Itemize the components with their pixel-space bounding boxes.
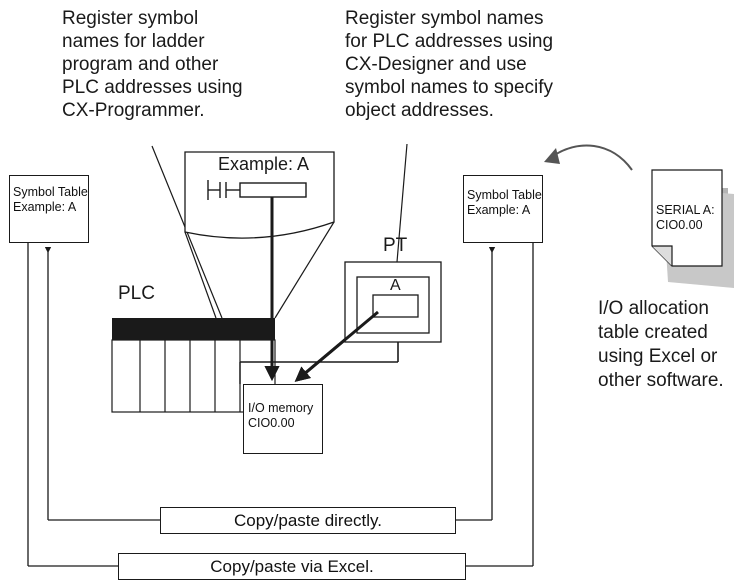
import-curve-arrowhead — [544, 148, 560, 164]
symbol-table-left-example: Example: A — [13, 200, 77, 214]
note-pointer-left — [151, 145, 223, 319]
note-pointer-right — [396, 143, 408, 263]
pt-object-label: A — [390, 277, 401, 294]
symbol-table-right: Symbol Table Example: A — [463, 175, 543, 243]
pt-object — [372, 294, 419, 318]
plc-rack-top — [112, 318, 275, 340]
import-curve-arrow — [549, 144, 633, 171]
cx-programmer-note: Register symbol names for ladder program… — [62, 8, 243, 121]
document-line-1: SERIAL A: — [656, 203, 715, 217]
io-memory-title: I/O memory — [248, 401, 314, 415]
document-icon — [651, 169, 723, 267]
callout-funnel-right — [274, 221, 335, 319]
callout-funnel-left — [184, 231, 217, 319]
copy-paste-direct-label: Copy/paste directly. — [160, 507, 456, 534]
document-text: SERIAL A: CIO0.00 — [656, 203, 715, 233]
symbol-table-right-title: Symbol Table — [467, 188, 542, 202]
io-memory-address: CIO0.00 — [248, 416, 295, 430]
ladder-contact-icon — [207, 180, 307, 200]
io-allocation-note: I/O allocation table created using Excel… — [598, 298, 724, 391]
pt-label: PT — [383, 235, 408, 256]
cx-designer-note: Register symbol names for PLC addresses … — [345, 8, 554, 121]
symbol-table-left: Symbol Table Example: A — [9, 175, 89, 243]
plc-label: PLC — [118, 283, 155, 304]
symbol-table-left-title: Symbol Table — [13, 185, 88, 199]
io-memory-box: I/O memory CIO0.00 — [243, 384, 323, 454]
ladder-example-label: Example: A — [218, 154, 310, 174]
symbol-table-right-example: Example: A — [467, 203, 531, 217]
document-line-2: CIO0.00 — [656, 218, 703, 232]
copy-paste-excel-label: Copy/paste via Excel. — [118, 553, 466, 580]
